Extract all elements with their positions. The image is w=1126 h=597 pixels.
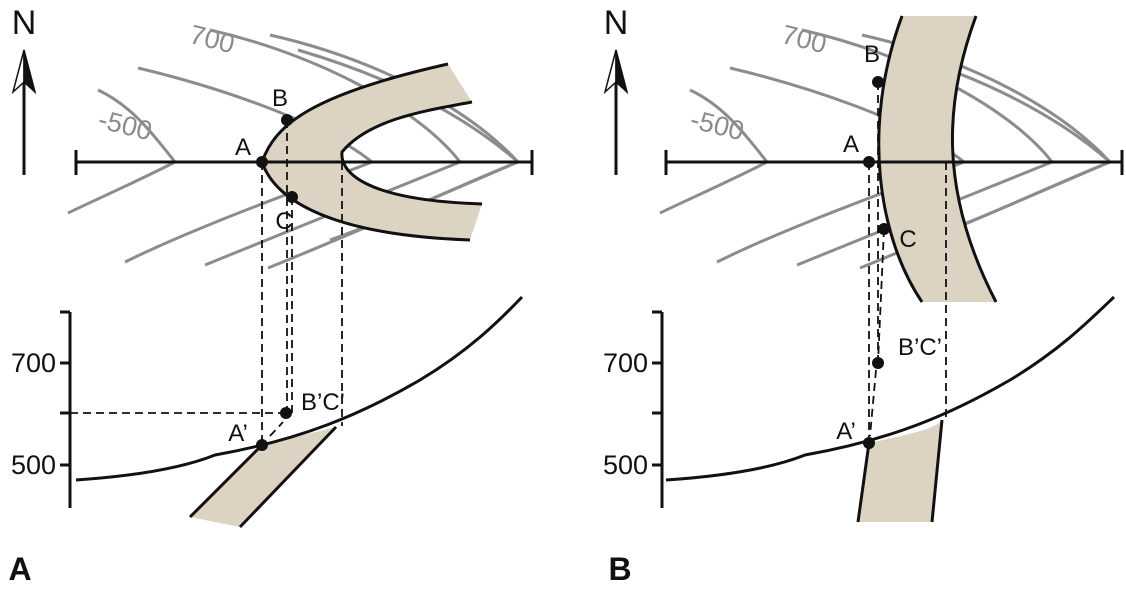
layer-outcrop-b [878, 16, 996, 302]
map-label-a: A [843, 131, 859, 158]
section-layer-b [858, 420, 942, 522]
contour-label-500: -500 [687, 104, 747, 146]
map-label-b: B [272, 85, 288, 112]
topographic-profile-a [75, 295, 524, 482]
panel-b: N 700 -500 [603, 4, 1124, 587]
north-label: N [604, 4, 629, 42]
map-point-a [863, 156, 875, 168]
map-point-b [281, 114, 293, 126]
panel-label-b: B [608, 551, 631, 587]
section-label-a-prime: A’ [836, 418, 856, 445]
north-arrow-head-right [23, 49, 37, 95]
north-arrow-a: N [11, 4, 37, 175]
map-label-a: A [235, 134, 251, 161]
elevation-label-500: 500 [603, 450, 648, 480]
layer-outcrop-a [262, 64, 482, 240]
section-line-b [664, 150, 1124, 175]
north-arrow-head-right [615, 49, 629, 95]
map-point-c [878, 223, 890, 235]
layer-contact-inner-a [340, 100, 483, 206]
contour-label-500: -500 [95, 104, 155, 146]
north-arrow-b: N [603, 4, 629, 175]
section-layer-top-b [856, 442, 871, 523]
elevation-label-500: 500 [11, 450, 56, 480]
layer-contact-east-b [950, 15, 998, 303]
section-label-bc-prime: B’C’ [898, 334, 942, 361]
map-point-a [256, 156, 268, 168]
projection-c [877, 228, 885, 364]
north-arrow-head-left [603, 49, 617, 95]
north-label: N [12, 4, 37, 42]
elevation-label-700: 700 [11, 348, 56, 378]
section-layer-bottom-b [930, 419, 944, 523]
section-point-a [863, 437, 875, 449]
elevation-axis-b [652, 310, 664, 508]
section-line-a [74, 150, 534, 175]
map-label-c: C [899, 226, 916, 253]
contour-label-700: 700 [187, 19, 238, 59]
panel-a: N 700 -500 [8, 4, 534, 587]
elevation-axis-a [60, 310, 72, 508]
projection-lines-a [70, 120, 343, 445]
section-layer-bottom-a [238, 425, 338, 529]
contour-label-700: 700 [779, 19, 830, 59]
section-layer-top-a [188, 443, 264, 519]
layer-contact-west-b [877, 15, 924, 303]
section-point-bc [280, 407, 292, 419]
elevation-label-700: 700 [603, 348, 648, 378]
projection-dip [869, 369, 877, 437]
panel-label-a: A [8, 551, 31, 587]
topographic-profile-b [665, 295, 1116, 482]
map-label-b: B [864, 41, 880, 68]
section-point-bc [872, 357, 884, 369]
map-label-c: C [275, 208, 292, 235]
projection-dip [269, 421, 284, 437]
map-point-c [286, 191, 298, 203]
north-arrow-head-left [11, 49, 25, 95]
section-point-a [256, 439, 268, 451]
map-point-b [872, 76, 884, 88]
section-layer-a [190, 427, 336, 527]
section-label-a-prime: A’ [228, 420, 248, 447]
projection-lines-b [868, 82, 947, 443]
section-label-bc-prime: B’C’ [301, 389, 345, 416]
